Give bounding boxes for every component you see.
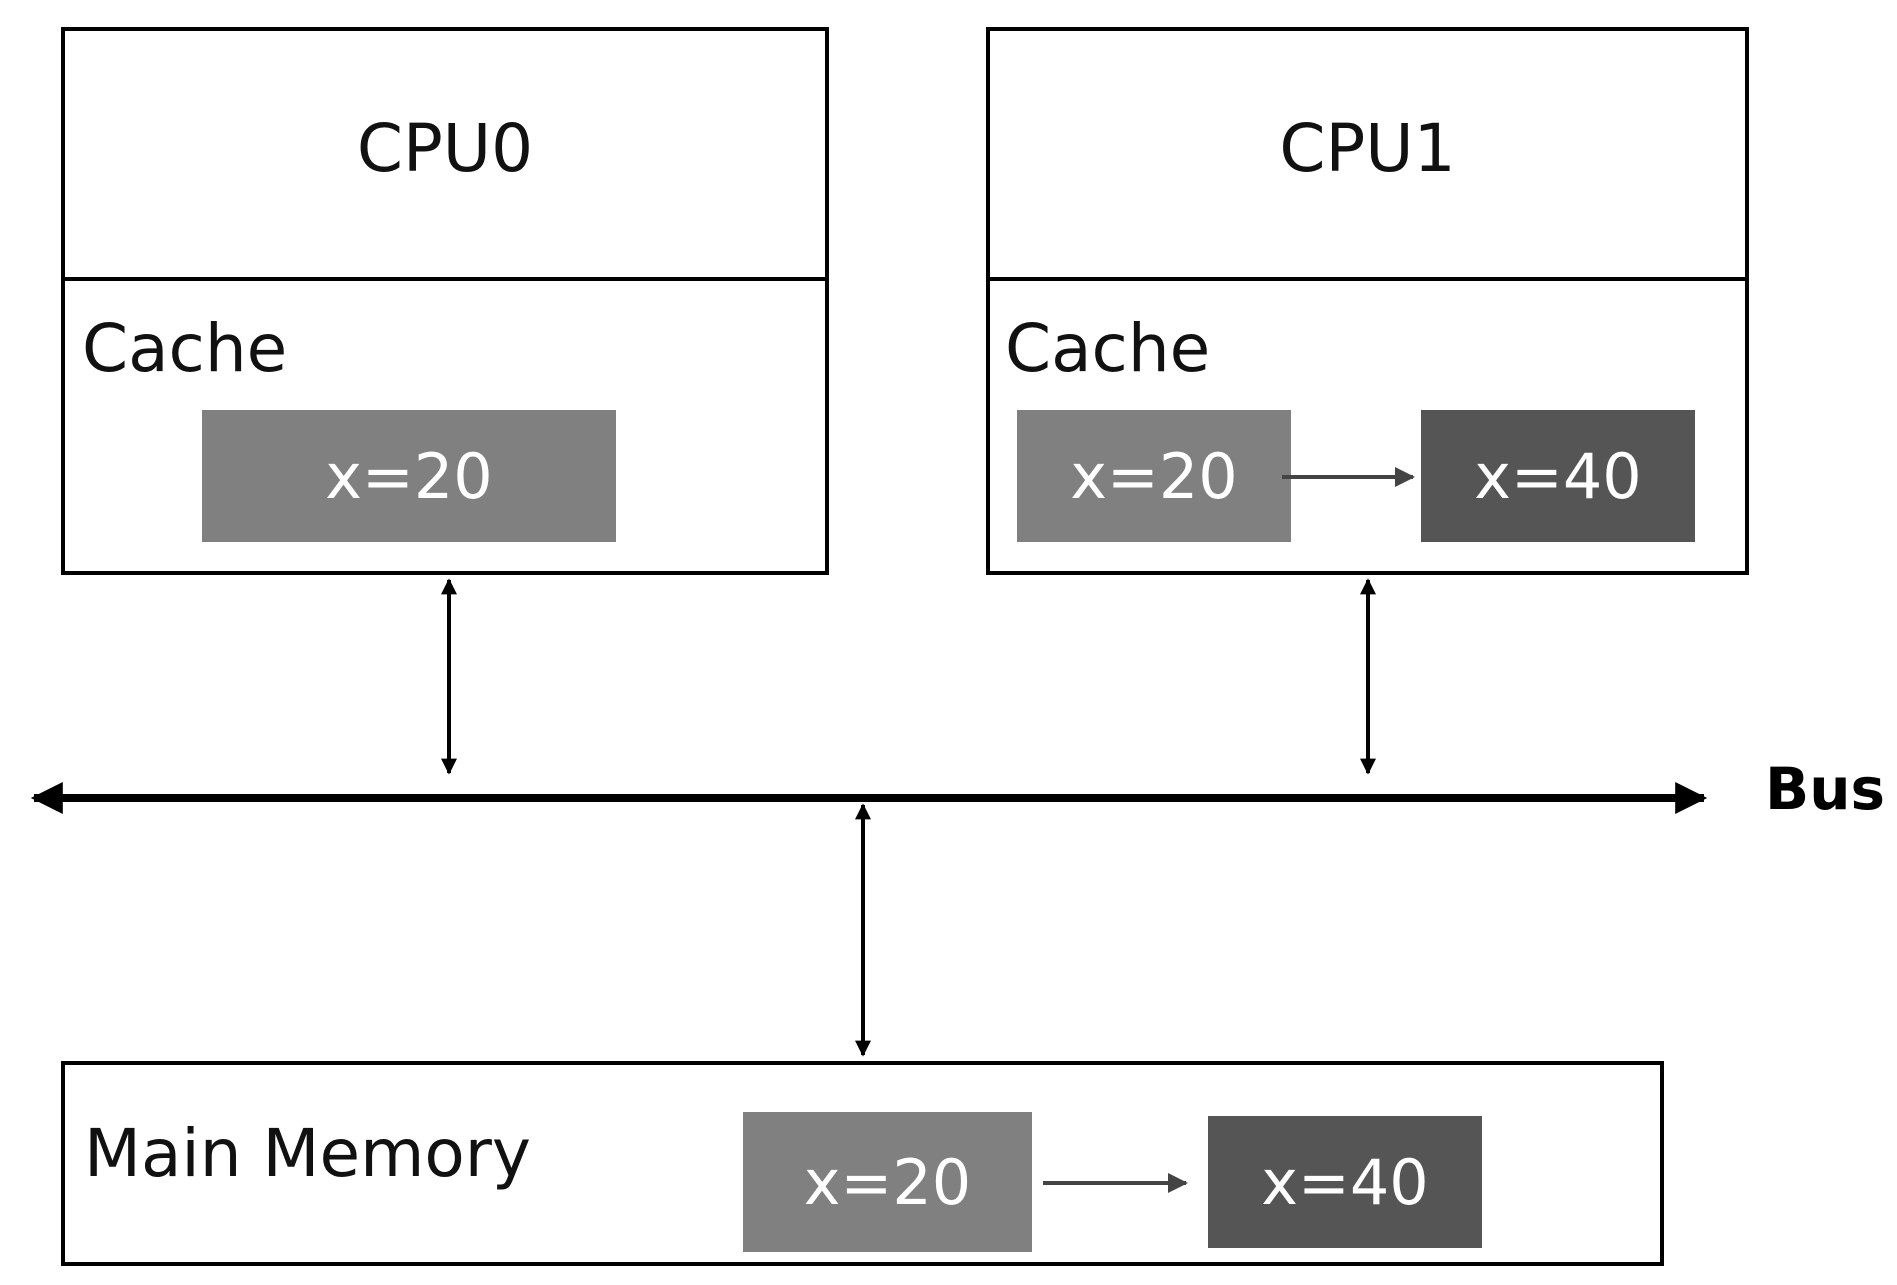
cpu1-divider: [986, 277, 1749, 281]
cpu0-title: CPU0: [356, 110, 534, 187]
cpu0-cache-label: Cache: [82, 310, 288, 387]
cpu1-cache-label: Cache: [1005, 310, 1211, 387]
memory-old-value: x=20: [743, 1112, 1032, 1252]
cpu1-cache-old-value: x=20: [1017, 410, 1291, 542]
bus-label: Bus: [1765, 755, 1886, 823]
main-memory-label: Main Memory: [84, 1115, 531, 1192]
memory-new-value: x=40: [1208, 1116, 1482, 1248]
cpu0-divider: [61, 277, 829, 281]
cpu1-title: CPU1: [1279, 110, 1456, 187]
cpu0-cache-value: x=20: [202, 410, 616, 542]
cpu1-cache-new-value: x=40: [1421, 410, 1695, 542]
